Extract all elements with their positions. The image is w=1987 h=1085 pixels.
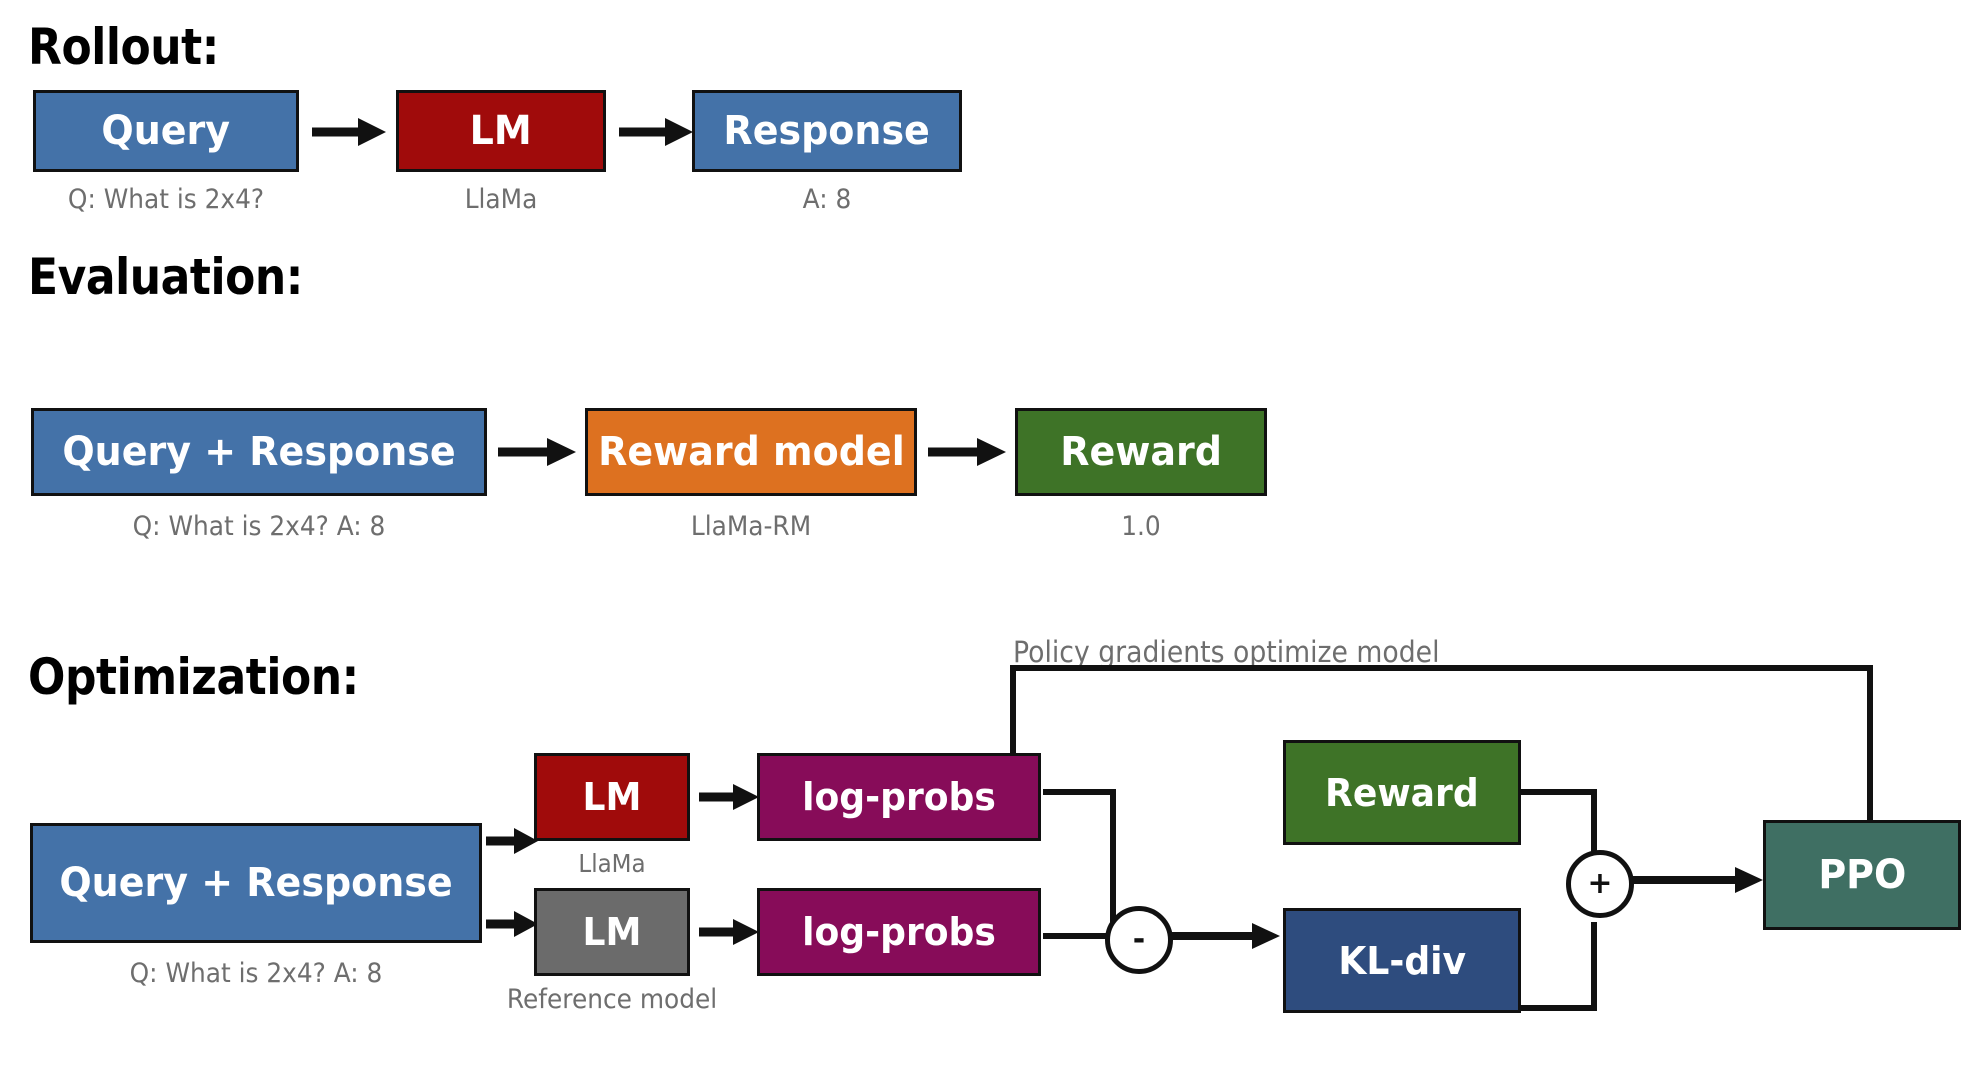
node-logprobs-active: log-probs [757,753,1041,841]
subtract-operator-label: - [1132,922,1146,957]
arrow-input-to-active-lm [486,828,538,854]
node-eval-reward: Reward [1015,408,1267,496]
caption-active-lm: LlaMa [578,849,646,878]
arrow-input-to-reference-lm [486,911,538,937]
node-opt-reward: Reward [1283,740,1521,845]
arrow-rm-to-reward [928,438,1006,466]
caption-query: Q: What is 2x4? [67,184,265,215]
arrow-lm-to-response [619,118,693,146]
node-active-lm: LM [534,753,690,841]
arrow-subtract-to-kl [1168,923,1280,949]
node-kl-div: KL-div [1283,908,1521,1013]
node-response: Response [692,90,962,172]
node-reward-model-label: Reward model [597,429,905,475]
node-logprobs-reference: log-probs [757,888,1041,976]
arrow-eval-input-to-rm [498,438,576,466]
node-opt-query-response: Query + Response [30,823,482,943]
caption-opt-query-response: Q: What is 2x4? A: 8 [129,958,383,989]
node-ppo: PPO [1763,820,1961,930]
feedback-note: Policy gradients optimize model [1013,635,1440,669]
node-reference-lm: LM [534,888,690,976]
node-eval-reward-label: Reward [1060,429,1222,475]
node-query-label: Query [101,108,231,154]
node-response-label: Response [723,108,931,154]
node-kl-div-label: KL-div [1338,938,1466,983]
caption-eval-reward: 1.0 [1121,511,1161,542]
node-eval-query-response: Query + Response [31,408,487,496]
node-rollout-lm: LM [396,90,606,172]
section-title-optimization: Optimization: [28,648,359,706]
caption-reference-lm: Reference model [506,984,718,1015]
arrow-reference-lm-to-logprobs [699,919,759,945]
node-reference-lm-label: LM [582,910,642,954]
caption-response: A: 8 [802,184,852,215]
caption-reward-model: LlaMa-RM [690,511,812,542]
node-eval-query-response-label: Query + Response [62,429,456,475]
node-query: Query [33,90,299,172]
node-logprobs-active-label: log-probs [802,775,996,819]
arrow-active-lm-to-logprobs [699,784,759,810]
node-ppo-label: PPO [1817,852,1906,898]
arrow-query-to-lm [312,118,386,146]
add-operator-label: + [1587,866,1613,901]
arrow-add-to-ppo [1629,867,1763,893]
caption-eval-query-response: Q: What is 2x4? A: 8 [132,511,386,542]
node-opt-query-response-label: Query + Response [59,860,453,906]
node-logprobs-reference-label: log-probs [802,910,996,954]
connector-logprobs-to-subtract [1043,789,1116,930]
node-rollout-lm-label: LM [469,108,533,154]
node-reward-model: Reward model [585,408,917,496]
node-opt-reward-label: Reward [1325,770,1479,815]
caption-rollout-lm: LlaMa [464,184,538,215]
add-operator: + [1566,850,1634,918]
section-title-evaluation: Evaluation: [28,248,303,306]
section-title-rollout: Rollout: [28,18,219,76]
node-active-lm-label: LM [582,775,642,819]
subtract-operator: - [1105,906,1173,974]
